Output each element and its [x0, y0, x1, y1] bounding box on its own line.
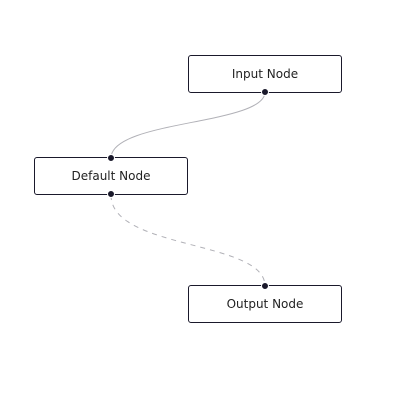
default-node-source-handle[interactable] [107, 190, 115, 198]
output-node[interactable]: Output Node [188, 282, 342, 323]
output-node-label: Output Node [226, 297, 304, 311]
input-node-source-handle[interactable] [261, 88, 269, 96]
edge-default-to-output[interactable] [110, 194, 266, 287]
default-node-label: Default Node [71, 169, 151, 183]
input-node[interactable]: Input Node [188, 55, 342, 96]
default-node-target-handle[interactable] [107, 154, 115, 162]
output-node-target-handle[interactable] [261, 282, 269, 290]
edge-input-to-default[interactable] [110, 91, 266, 159]
input-node-label: Input Node [231, 67, 299, 81]
default-node[interactable]: Default Node [34, 154, 188, 198]
